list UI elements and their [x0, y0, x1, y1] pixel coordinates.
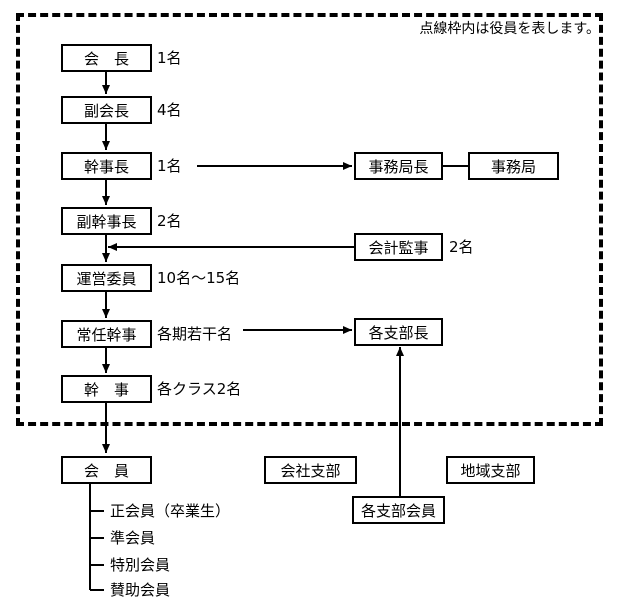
officers-note: 点線枠内は役員を表します。: [419, 21, 600, 37]
secretary-general-count: 1名: [157, 157, 182, 175]
members-box: 会 員: [61, 456, 152, 484]
vice-secretary-general-count: 2名: [157, 212, 182, 230]
auditor-count: 2名: [449, 238, 474, 256]
member-type-associate: 準会員: [110, 529, 156, 547]
officers-dashed-frame: [16, 13, 603, 426]
branch-members-box: 各支部会員: [352, 496, 445, 524]
branch-chiefs-box: 各支部長: [354, 318, 443, 346]
vice-president-box: 副会長: [61, 96, 152, 124]
standing-secretary-box: 常任幹事: [61, 320, 152, 348]
member-type-supporting: 賛助会員: [110, 581, 171, 599]
secretary-general-box: 幹事長: [61, 152, 152, 180]
president-count: 1名: [157, 49, 182, 67]
auditor-box: 会計監事: [354, 233, 443, 261]
steering-committee-box: 運営委員: [61, 264, 152, 292]
president-box: 会 長: [61, 44, 152, 72]
standing-secretary-count: 各期若干名: [157, 325, 233, 343]
steering-committee-count: 10名～15名: [157, 269, 241, 287]
secretary-box: 幹 事: [61, 375, 152, 403]
vice-president-count: 4名: [157, 101, 182, 119]
office-box: 事務局: [468, 152, 559, 180]
secretary-count: 各クラス2名: [157, 380, 242, 398]
office-director-box: 事務局長: [354, 152, 443, 180]
member-type-special: 特別会員: [110, 556, 171, 574]
member-type-regular: 正会員（卒業生）: [110, 502, 231, 520]
regional-branch-box: 地域支部: [446, 456, 535, 484]
vice-secretary-general-box: 副幹事長: [61, 207, 152, 235]
company-branch-box: 会社支部: [264, 456, 357, 484]
